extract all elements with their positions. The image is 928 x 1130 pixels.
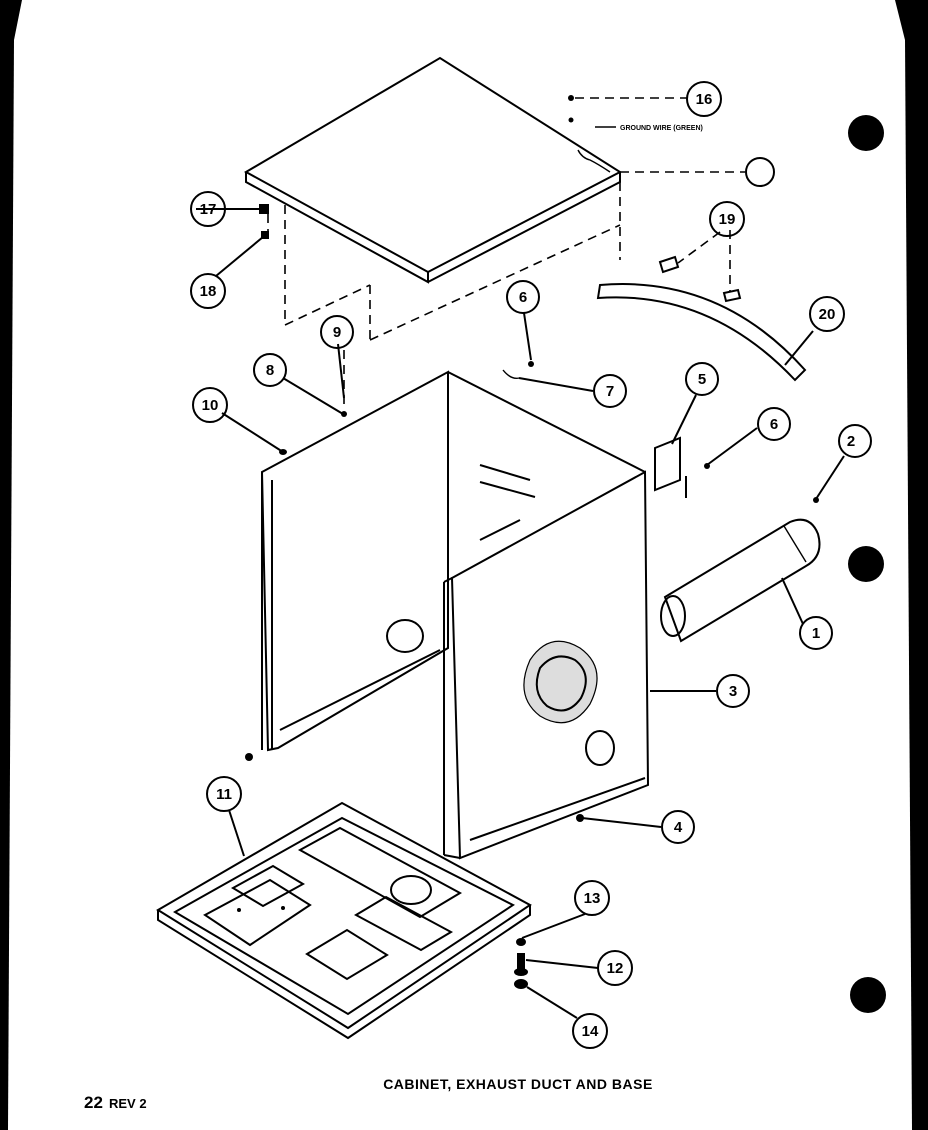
callout-2: 2 (838, 424, 872, 458)
leader-lines (196, 208, 845, 1019)
callout-19: 19 (709, 201, 745, 237)
callout-6-right: 6 (757, 407, 791, 441)
exhaust-duct (660, 518, 821, 643)
callout-8: 8 (253, 353, 287, 387)
callout-1: 1 (799, 616, 833, 650)
binder-hole-middle (848, 546, 884, 582)
callout-6-upper: 6 (506, 280, 540, 314)
revision-label: REV 2 (109, 1096, 147, 1111)
svg-text:11: 11 (216, 786, 232, 803)
callout-4: 4 (661, 810, 695, 844)
callout-11: 11 (206, 776, 242, 812)
svg-text:9: 9 (333, 324, 341, 341)
svg-text:13: 13 (584, 890, 601, 907)
svg-text:20: 20 (819, 306, 836, 323)
svg-text:2: 2 (847, 433, 855, 450)
svg-text:18: 18 (200, 283, 217, 300)
callout-10: 10 (192, 387, 228, 423)
svg-text:19: 19 (719, 211, 736, 228)
callout-17: 17 (190, 191, 226, 227)
svg-text:6: 6 (770, 416, 778, 433)
callout-18: 18 (190, 273, 226, 309)
ground-wire-note: GROUND WIRE (GREEN) (620, 125, 703, 132)
toe-plate-assembly (596, 230, 807, 382)
binder-hole-bottom (850, 977, 886, 1013)
svg-text:12: 12 (607, 960, 624, 977)
callout-7: 7 (593, 374, 627, 408)
svg-text:3: 3 (729, 683, 737, 700)
callout-5: 5 (685, 362, 719, 396)
cabinet-body (260, 370, 650, 860)
callout-9: 9 (320, 315, 354, 349)
callout-20: 20 (809, 296, 845, 332)
svg-text:17: 17 (200, 201, 217, 218)
diagram-title: CABINET, EXHAUST DUCT AND BASE (383, 1076, 653, 1092)
svg-text:5: 5 (698, 371, 706, 388)
callout-16: 16 (686, 81, 722, 117)
callout-13: 13 (574, 880, 610, 916)
svg-text:4: 4 (674, 819, 683, 836)
page-number: 22 (84, 1093, 103, 1112)
svg-text:8: 8 (266, 362, 274, 379)
svg-text:10: 10 (202, 397, 219, 414)
callout-12: 12 (597, 950, 633, 986)
svg-text:16: 16 (696, 91, 713, 108)
svg-text:6: 6 (519, 289, 527, 306)
paper-page (8, 0, 912, 1130)
svg-text:14: 14 (582, 1023, 599, 1040)
callout-14: 14 (572, 1013, 608, 1049)
top-panel-clip-hardware (259, 204, 269, 239)
callout-3: 3 (716, 674, 750, 708)
ground-wire-assembly (568, 95, 775, 187)
svg-text:1: 1 (812, 625, 820, 642)
binder-hole-top (848, 115, 884, 151)
base-pan (156, 801, 532, 1040)
svg-text:7: 7 (606, 383, 614, 400)
leveling-leg-hardware (514, 938, 528, 989)
